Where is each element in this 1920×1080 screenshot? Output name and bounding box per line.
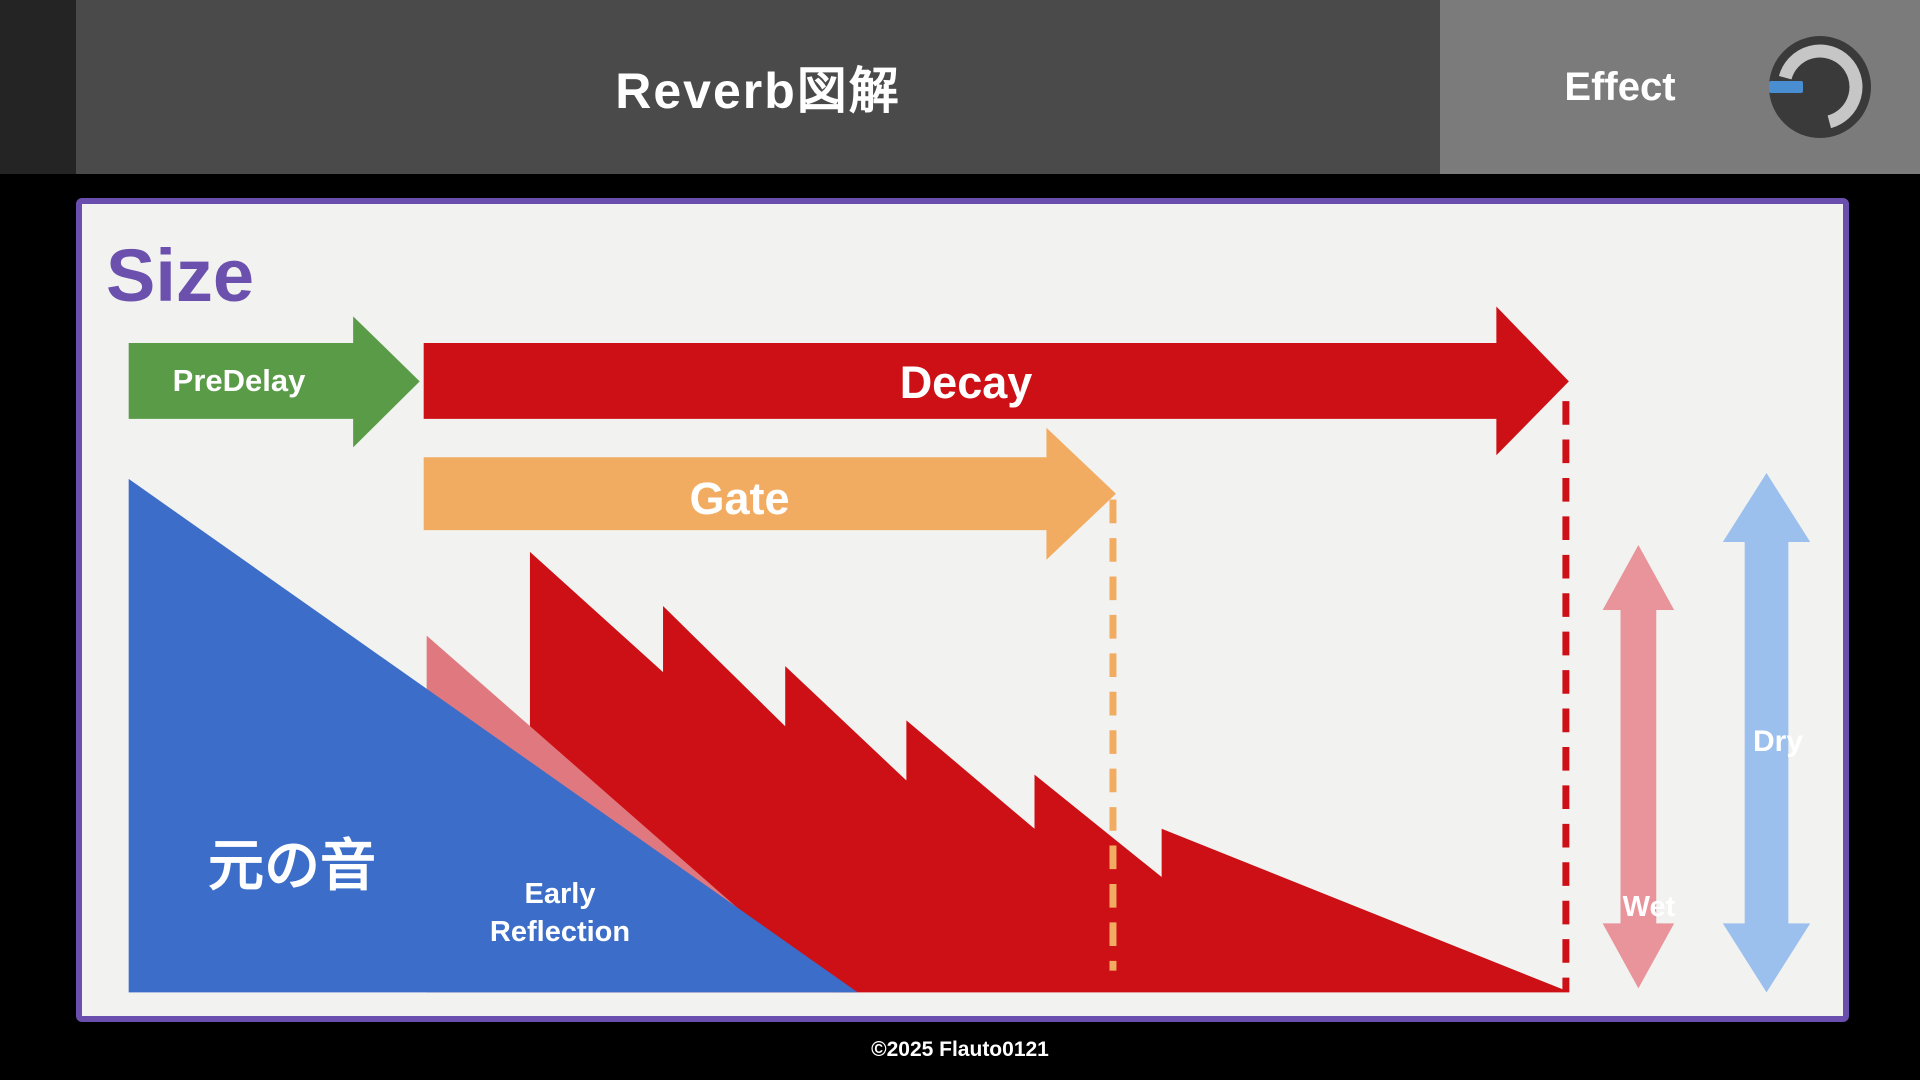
reverb-tail-shape (529, 551, 1563, 993)
knob-icon[interactable] (1765, 32, 1875, 142)
footer-credit: ©2025 Flauto0121 (871, 1038, 1049, 1061)
diagram-svg (128, 306, 1811, 993)
early-reflection-label-line1: Early (524, 878, 596, 910)
wet-label: Wet (1622, 891, 1676, 923)
effect-tab[interactable]: Effect (1440, 0, 1920, 174)
gate-arrow-label: Gate (689, 473, 790, 524)
early-reflection-label-line2: Reflection (489, 915, 631, 948)
dry-label: Dry (1752, 725, 1804, 758)
size-label: Size (106, 234, 255, 317)
early-reflection-label: Early Reflection (440, 876, 680, 951)
wet-arrow (1602, 544, 1675, 989)
source-sound-label: 元の音 (208, 834, 376, 897)
knob-indicator (1769, 81, 1803, 93)
diagram-panel: Size PreDelay Decay Gate 元の音 Early Refle… (76, 198, 1849, 1022)
header-bar: Reverb図解 Effect (0, 0, 1920, 174)
gate-arrow (423, 427, 1116, 560)
header-left-block (0, 0, 76, 174)
decay-arrow (423, 306, 1569, 456)
predelay-arrow (128, 316, 420, 448)
knob-ring (1778, 44, 1863, 129)
predelay-arrow-label: PreDelay (172, 363, 306, 398)
effect-tab-label: Effect (1564, 64, 1676, 109)
page-title: Reverb図解 (615, 63, 901, 119)
decay-arrow-label: Decay (899, 357, 1033, 408)
